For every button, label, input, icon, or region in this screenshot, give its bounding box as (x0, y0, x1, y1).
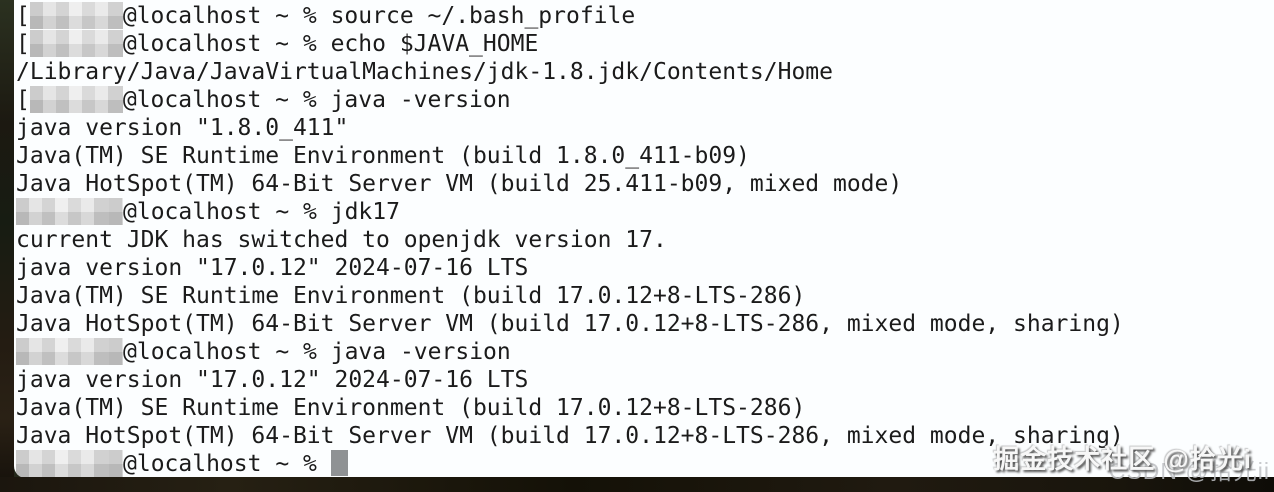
terminal-line: Java HotSpot(TM) 64-Bit Server VM (build… (16, 170, 1274, 198)
output-text: java version "17.0.12" 2024-07-16 LTS (16, 255, 529, 281)
redacted-username (16, 338, 123, 365)
prompt-command: jdk17 (330, 199, 400, 225)
terminal-line: @localhost ~ % jdk17 (16, 198, 1274, 226)
prompt-host: @localhost ~ % (122, 31, 331, 57)
terminal-line: Java HotSpot(TM) 64-Bit Server VM (build… (16, 422, 1274, 450)
desktop-wallpaper-bottom-strip (0, 477, 1274, 492)
output-text: Java(TM) SE Runtime Environment (build 1… (16, 143, 750, 169)
terminal-line: Java HotSpot(TM) 64-Bit Server VM (build… (16, 310, 1274, 338)
desktop-wallpaper-left-strip (0, 0, 14, 492)
output-text: java version "1.8.0_411" (16, 115, 349, 141)
prompt-command: echo $JAVA_HOME (330, 31, 539, 57)
prompt-bracket: [ (16, 31, 30, 57)
terminal-line: /Library/Java/JavaVirtualMachines/jdk-1.… (16, 58, 1274, 86)
terminal-output: [ @localhost ~ % source ~/.bash_profile [ @… (16, 2, 1274, 478)
terminal-line: java version "1.8.0_411" (16, 114, 1274, 142)
redacted-username (29, 86, 123, 113)
output-text: Java HotSpot(TM) 64-Bit Server VM (build… (16, 171, 903, 197)
terminal-window[interactable]: [ @localhost ~ % source ~/.bash_profile [ @… (14, 0, 1274, 478)
prompt-command: java -version (330, 87, 511, 113)
terminal-line: [ @localhost ~ % echo $JAVA_HOME (16, 30, 1274, 58)
output-text: /Library/Java/JavaVirtualMachines/jdk-1.… (16, 59, 833, 85)
prompt-host: @localhost ~ % (122, 3, 331, 29)
redacted-username (29, 2, 123, 29)
output-text: Java(TM) SE Runtime Environment (build 1… (16, 283, 806, 309)
prompt-host: @localhost ~ % (123, 451, 331, 477)
output-text: Java(TM) SE Runtime Environment (build 1… (16, 395, 806, 421)
terminal-line: [ @localhost ~ % java -version (16, 86, 1274, 114)
output-text: java version "17.0.12" 2024-07-16 LTS (16, 367, 529, 393)
prompt-bracket: [ (16, 87, 30, 113)
output-text: Java HotSpot(TM) 64-Bit Server VM (build… (16, 423, 1124, 449)
output-text: current JDK has switched to openjdk vers… (16, 227, 667, 253)
terminal-line: java version "17.0.12" 2024-07-16 LTS (16, 366, 1274, 394)
prompt-host: @localhost ~ % (123, 199, 331, 225)
terminal-line: Java(TM) SE Runtime Environment (build 1… (16, 142, 1274, 170)
terminal-line: @localhost ~ % (16, 450, 1274, 478)
prompt-command: java -version (330, 339, 511, 365)
output-text: Java HotSpot(TM) 64-Bit Server VM (build… (16, 311, 1124, 337)
prompt-host: @localhost ~ % (123, 339, 331, 365)
terminal-line: @localhost ~ % java -version (16, 338, 1274, 366)
prompt-bracket: [ (16, 3, 30, 29)
redacted-username (16, 450, 123, 477)
terminal-line: current JDK has switched to openjdk vers… (16, 226, 1274, 254)
redacted-username (16, 198, 123, 225)
prompt-command: source ~/.bash_profile (330, 3, 636, 29)
terminal-cursor[interactable] (330, 450, 348, 476)
terminal-line: Java(TM) SE Runtime Environment (build 1… (16, 394, 1274, 422)
terminal-line: Java(TM) SE Runtime Environment (build 1… (16, 282, 1274, 310)
redacted-username (29, 30, 123, 57)
terminal-line: java version "17.0.12" 2024-07-16 LTS (16, 254, 1274, 282)
prompt-host: @localhost ~ % (122, 87, 331, 113)
terminal-line: [ @localhost ~ % source ~/.bash_profile (16, 2, 1274, 30)
